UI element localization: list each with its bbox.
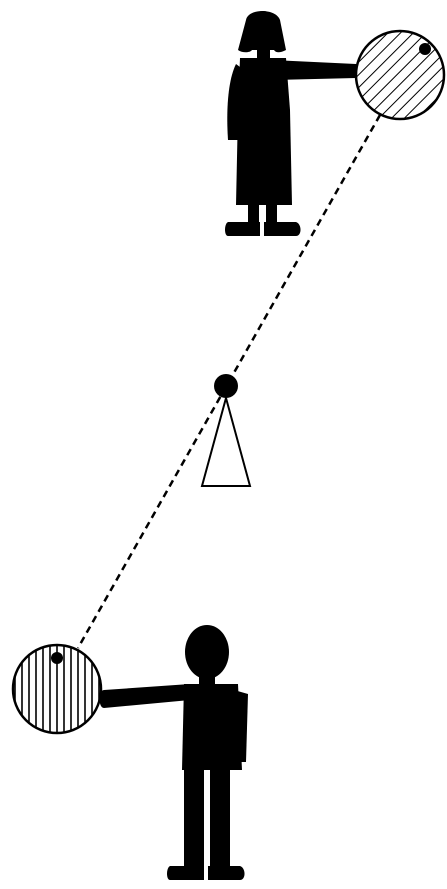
triangle-fulcrum-icon (202, 374, 250, 486)
disc-marker-dot (51, 652, 63, 664)
woman-silhouette-icon (225, 11, 361, 236)
disc-marker-dot (419, 43, 431, 55)
pivot-ball (214, 374, 238, 398)
hatched-disc-bottom (9, 641, 105, 737)
hatched-disc-top (352, 27, 447, 123)
man-silhouette-icon (100, 625, 249, 880)
